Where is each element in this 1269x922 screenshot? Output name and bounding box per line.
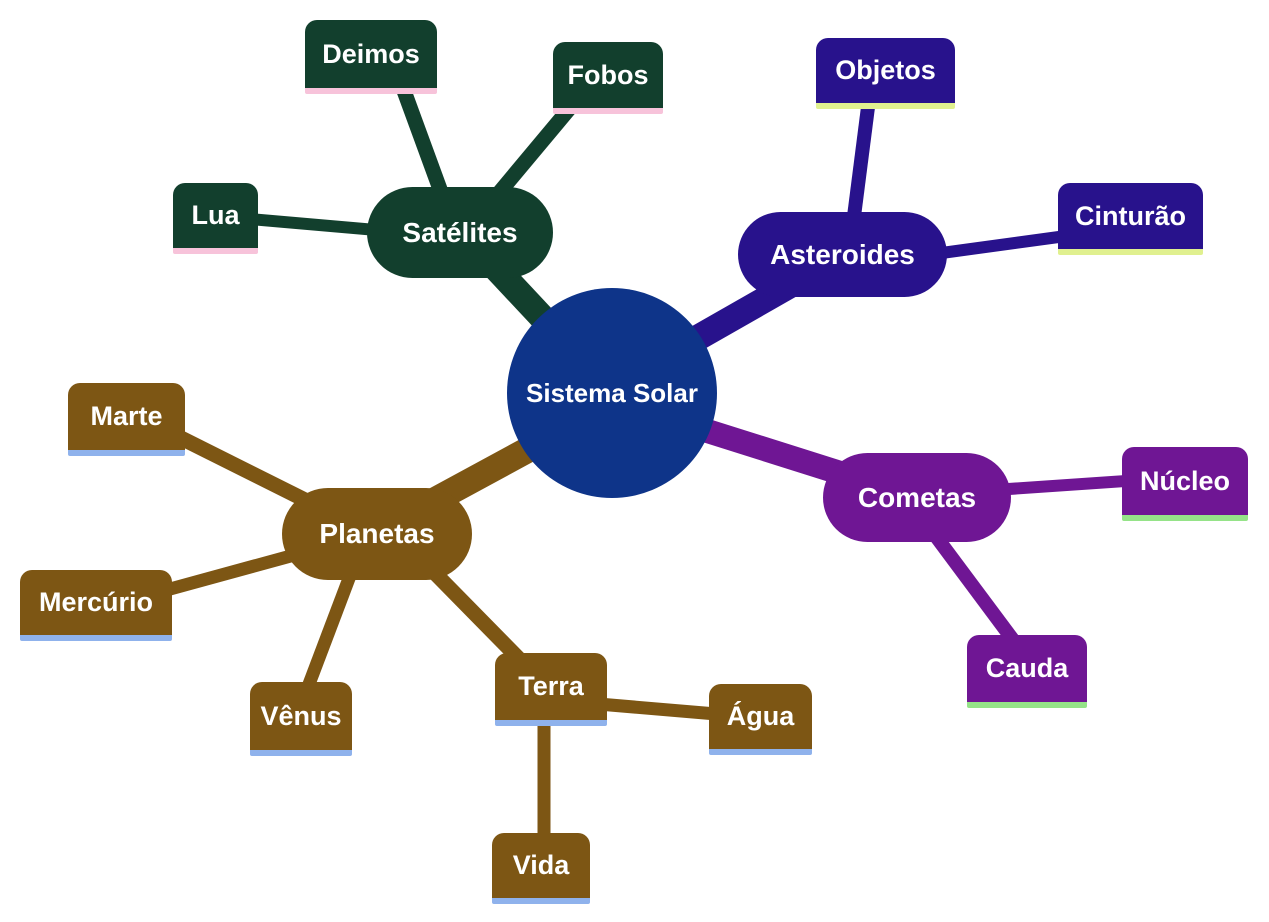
- node-agua[interactable]: Água: [709, 684, 812, 755]
- node-label: Asteroides: [770, 238, 915, 270]
- node-asteroides[interactable]: Asteroides: [738, 212, 947, 297]
- node-vida[interactable]: Vida: [492, 833, 590, 904]
- node-cometas[interactable]: Cometas: [823, 453, 1011, 542]
- node-cauda[interactable]: Cauda: [967, 635, 1087, 708]
- node-label: Vênus: [260, 700, 342, 731]
- node-cinturao[interactable]: Cinturão: [1058, 183, 1203, 255]
- node-deimos[interactable]: Deimos: [305, 20, 437, 94]
- node-label: Cauda: [985, 653, 1069, 683]
- node-label: Cinturão: [1075, 200, 1186, 231]
- node-objetos[interactable]: Objetos: [816, 38, 955, 109]
- node-mercurio[interactable]: Mercúrio: [20, 570, 172, 641]
- node-planetas[interactable]: Planetas: [282, 488, 472, 580]
- node-label: Lua: [191, 200, 240, 230]
- node-venus[interactable]: Vênus: [250, 682, 352, 756]
- node-label: Água: [726, 701, 795, 731]
- edge-planetas-venus: [296, 557, 363, 703]
- node-fobos[interactable]: Fobos: [553, 42, 663, 114]
- node-nucleo[interactable]: Núcleo: [1122, 447, 1248, 521]
- node-label: Marte: [90, 401, 163, 431]
- node-label: Sistema Solar: [526, 377, 698, 408]
- node-marte[interactable]: Marte: [68, 383, 185, 456]
- node-label: Deimos: [322, 38, 420, 69]
- node-label: Terra: [518, 671, 584, 701]
- node-terra[interactable]: Terra: [495, 653, 607, 726]
- node-lua[interactable]: Lua: [173, 183, 258, 254]
- node-satelites[interactable]: Satélites: [367, 187, 553, 278]
- node-label: Fobos: [567, 59, 649, 90]
- node-label: Objetos: [835, 55, 936, 85]
- node-label: Vida: [512, 850, 570, 880]
- node-label: Núcleo: [1139, 465, 1231, 496]
- node-label: Satélites: [402, 216, 518, 248]
- node-label: Planetas: [319, 518, 435, 549]
- node-label: Cometas: [857, 481, 977, 513]
- node-label: Mercúrio: [38, 587, 154, 617]
- node-sistema-solar[interactable]: Sistema Solar: [507, 288, 717, 498]
